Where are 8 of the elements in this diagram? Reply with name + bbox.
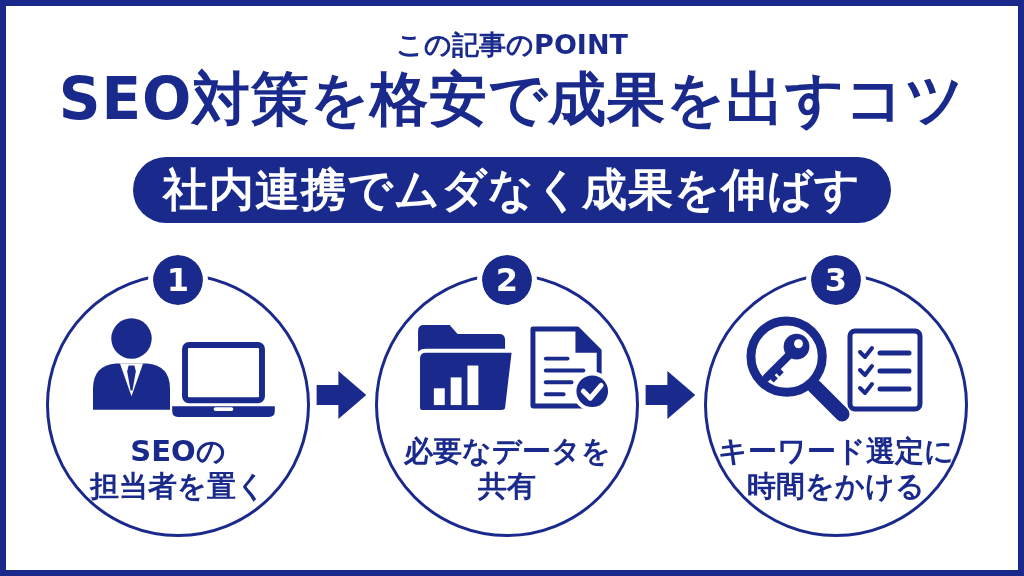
step-text: キーワード選定に時間をかける <box>718 434 954 504</box>
title: SEO対策を格安で成果を出すコツ <box>58 67 966 131</box>
kicker-heading: この記事のPOINT <box>396 28 628 62</box>
arrow <box>645 371 696 419</box>
step-text: SEOの担当者を置く <box>90 434 266 504</box>
step-text: 必要なデータを共有 <box>403 434 611 504</box>
banner-pill: 社内連携でムダなく成果を伸ばす <box>133 157 891 223</box>
arrow <box>316 371 367 419</box>
